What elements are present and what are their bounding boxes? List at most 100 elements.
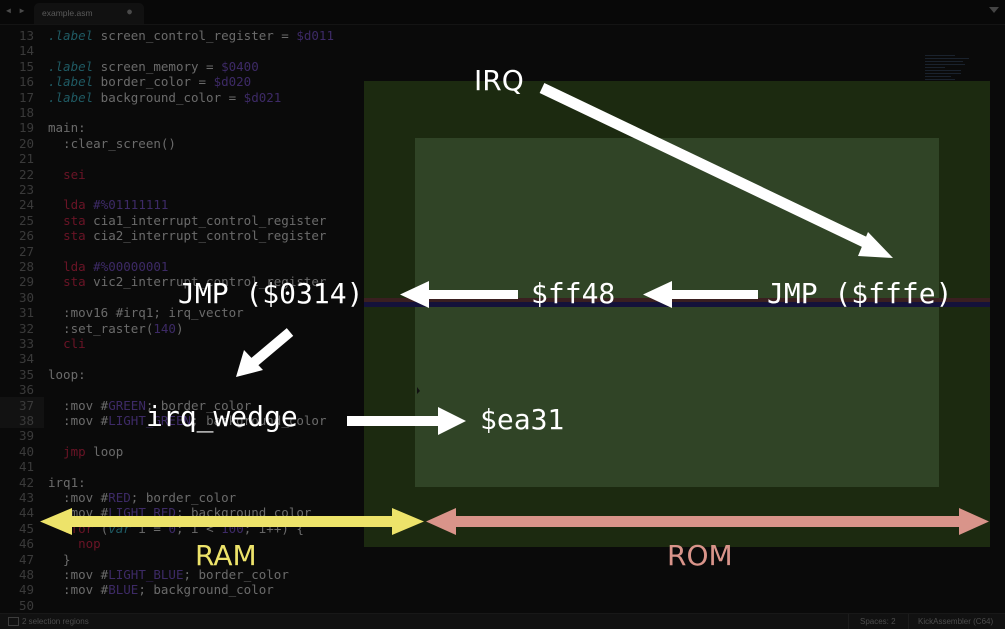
code-line[interactable]: irq1: bbox=[48, 475, 86, 490]
code-token: LIGHT_BLUE bbox=[108, 567, 184, 582]
tab-nav-arrows-icon[interactable]: ◀ ▶ bbox=[6, 6, 27, 15]
line-number: 34 bbox=[18, 351, 34, 367]
code-token: $0400 bbox=[221, 58, 259, 74]
code-token: ( bbox=[93, 520, 109, 536]
code-line[interactable]: jmp loop bbox=[48, 444, 123, 459]
code-token: ; background_color bbox=[191, 413, 327, 428]
code-line[interactable]: lda #%01111111 bbox=[48, 197, 168, 212]
line-number: 43 bbox=[18, 490, 34, 505]
line-number: 13 bbox=[18, 28, 34, 43]
line-number: 30 bbox=[18, 289, 34, 305]
line-number: 19 bbox=[18, 120, 34, 136]
code-token: } bbox=[48, 551, 71, 567]
code-token: main: bbox=[48, 120, 86, 136]
code-token: :set_raster( bbox=[48, 320, 154, 336]
code-token: screen_control_register = bbox=[93, 28, 297, 43]
code-line[interactable]: :mov #RED; border_color bbox=[48, 490, 236, 505]
line-number: 46 bbox=[18, 536, 34, 552]
line-number: 41 bbox=[18, 459, 34, 475]
line-number: 21 bbox=[18, 151, 34, 167]
code-line[interactable]: :mov #LIGHT_BLUE; border_color bbox=[48, 567, 289, 582]
background-region-box bbox=[415, 138, 939, 487]
tab-dropdown-icon[interactable] bbox=[989, 7, 999, 13]
line-number: 50 bbox=[18, 597, 34, 613]
code-line[interactable]: :mov16 #irq1; irq_vector bbox=[48, 305, 244, 320]
code-line[interactable]: main: bbox=[48, 120, 86, 135]
tab-title: example.asm bbox=[42, 8, 93, 18]
line-number: 48 bbox=[18, 567, 34, 582]
code-token: RED bbox=[108, 490, 131, 505]
code-line[interactable]: loop: bbox=[48, 367, 86, 382]
code-token: $d020 bbox=[213, 74, 252, 90]
line-number: 45 bbox=[18, 520, 34, 536]
code-token: cia2_interrupt_control_register bbox=[85, 228, 327, 244]
code-line[interactable]: } bbox=[48, 552, 71, 567]
panel-toggle-icon[interactable] bbox=[8, 617, 19, 626]
code-line[interactable]: :mov #LIGHT_GREEN; background_color bbox=[48, 413, 326, 428]
line-number: 31 bbox=[18, 305, 34, 321]
code-line[interactable]: :mov #BLUE; background_color bbox=[48, 582, 274, 597]
code-token: LIGHT_GREEN bbox=[108, 413, 192, 428]
code-token: sta bbox=[63, 274, 86, 290]
code-token: loop bbox=[85, 443, 124, 459]
tab-close-icon[interactable]: ● bbox=[127, 7, 132, 16]
code-token: :mov # bbox=[48, 413, 109, 428]
ea31-label: $ea31 bbox=[480, 403, 565, 436]
code-line[interactable]: :clear_screen() bbox=[48, 136, 176, 151]
line-number: 24 bbox=[18, 197, 34, 213]
ram-label: RAM bbox=[195, 539, 257, 572]
code-line[interactable]: nop bbox=[48, 536, 101, 551]
code-token: i = bbox=[130, 520, 169, 536]
line-number: 44 bbox=[18, 505, 34, 521]
line-number: 27 bbox=[18, 243, 34, 259]
code-token: sta bbox=[63, 228, 86, 244]
status-divider bbox=[848, 614, 849, 629]
code-line[interactable]: sta vic2_interrupt_control_register bbox=[48, 274, 326, 289]
rom-range-arrow bbox=[426, 508, 989, 535]
0314-to-wedge-arrow bbox=[236, 328, 294, 377]
code-editor[interactable]: 13 .label screen_control_register = $d011… bbox=[0, 25, 1005, 613]
line-number: 32 bbox=[18, 320, 34, 336]
code-line[interactable]: cli bbox=[48, 336, 86, 351]
code-token: ; border_color bbox=[145, 397, 252, 413]
code-token: nop bbox=[78, 536, 101, 552]
status-divider bbox=[908, 614, 909, 629]
code-token: vic2_interrupt_control_register bbox=[85, 274, 327, 290]
code-token: sei bbox=[63, 166, 86, 182]
code-line[interactable]: .label border_color = $d020 bbox=[48, 74, 251, 89]
code-line[interactable]: .label screen_control_register = $d011 bbox=[48, 28, 334, 43]
code-token: .label bbox=[48, 28, 94, 43]
tab-example-asm[interactable]: example.asm ● bbox=[34, 3, 144, 24]
code-token: background_color = bbox=[93, 89, 244, 105]
code-token: lda bbox=[63, 259, 86, 274]
line-number: 36 bbox=[18, 382, 34, 398]
code-token: ; border_color bbox=[130, 490, 237, 505]
ram-range-arrow bbox=[40, 508, 424, 535]
code-line[interactable]: sei bbox=[48, 167, 86, 182]
indentation-status[interactable]: Spaces: 2 bbox=[860, 617, 896, 626]
code-token: :mov # bbox=[48, 490, 109, 505]
line-number: 23 bbox=[18, 182, 34, 197]
fffe-to-ff48-arrow bbox=[643, 281, 758, 308]
line-number: 38 bbox=[18, 413, 34, 428]
code-line[interactable]: .label screen_memory = $0400 bbox=[48, 59, 259, 74]
code-token: .label bbox=[48, 89, 94, 105]
syntax-status[interactable]: KickAssembler (C64) bbox=[918, 617, 994, 626]
line-number: 26 bbox=[18, 228, 34, 244]
code-line[interactable]: :mov #GREEN; border_color bbox=[48, 398, 251, 413]
code-token: 0 bbox=[168, 520, 176, 536]
code-line[interactable]: sta cia1_interrupt_control_register bbox=[48, 213, 326, 228]
code-line[interactable]: lda #%00000001 bbox=[48, 259, 168, 274]
jmp-fffe-label: JMP ($fffe) bbox=[767, 277, 953, 310]
raster-line-blue bbox=[364, 302, 990, 307]
line-number: 49 bbox=[18, 582, 34, 598]
code-line[interactable]: .label background_color = $d021 bbox=[48, 90, 281, 105]
code-line[interactable]: sta cia2_interrupt_control_register bbox=[48, 228, 326, 243]
code-token: cia1_interrupt_control_register bbox=[85, 212, 327, 228]
line-number: 25 bbox=[18, 212, 34, 228]
code-token: :mov # bbox=[48, 397, 109, 413]
selection-status: 2 selection regions bbox=[22, 617, 89, 626]
status-bar: 2 selection regions Spaces: 2 KickAssemb… bbox=[0, 613, 1005, 629]
code-token: irq1: bbox=[48, 474, 86, 490]
code-line[interactable]: :set_raster(140) bbox=[48, 321, 183, 336]
